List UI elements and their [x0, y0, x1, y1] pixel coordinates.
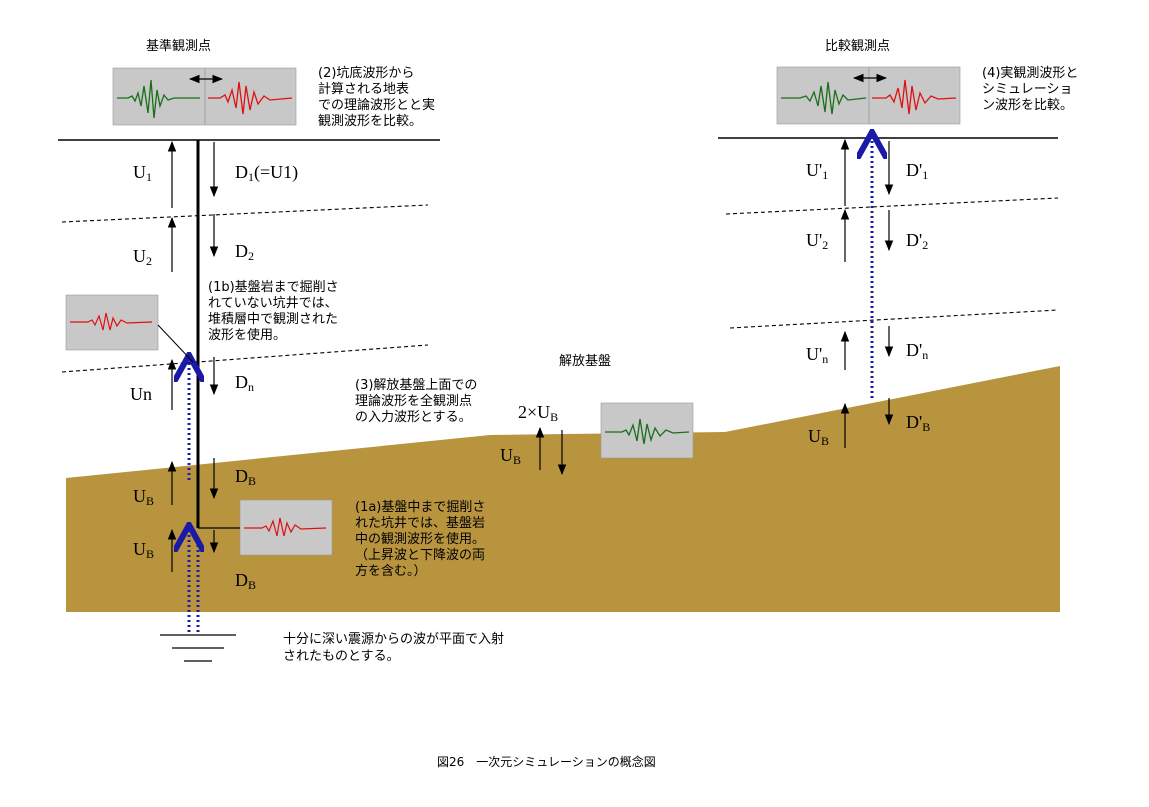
note-1a: (1a)基盤中まで掘削さ れた坑井では、基盤岩 中の観測波形を使用。 （上昇波と…	[355, 500, 485, 579]
svg-text:(1b)基盤岩まで掘削さ: (1b)基盤岩まで掘削さ	[208, 280, 339, 295]
label-D2-prime: D'2	[906, 230, 928, 252]
note-1b: (1b)基盤岩まで掘削さ れていない坑井では、 堆積層中で観測された 波形を使用…	[208, 280, 339, 343]
label-U1: U1	[133, 162, 152, 184]
title-reference-station: 基準観測点	[146, 38, 211, 54]
label-U2: U2	[133, 246, 152, 268]
svg-text:(3)解放基盤上面での: (3)解放基盤上面での	[355, 378, 477, 393]
svg-text:中の観測波形を使用。: 中の観測波形を使用。	[355, 531, 485, 547]
svg-text:堆積層中で観測された: 堆積層中で観測された	[208, 312, 338, 327]
label-DB-2: DB	[235, 570, 256, 592]
label-Dn: Dn	[235, 372, 254, 394]
figure-caption: 図26 一次元シミュレーションの概念図	[437, 754, 656, 769]
label-U2-prime: U'2	[806, 230, 828, 252]
svg-text:れた坑井では、基盤岩: れた坑井では、基盤岩	[355, 516, 485, 531]
green-waveform	[605, 418, 690, 445]
svg-text:(2)坑底波形から: (2)坑底波形から	[318, 65, 414, 81]
svg-text:（上昇波と下降波の両: （上昇波と下降波の両	[355, 548, 485, 563]
label-2UB: 2×UB	[518, 402, 558, 424]
title-bedrock: 解放基盤	[559, 354, 611, 369]
label-Un: Un	[130, 384, 152, 404]
svg-text:されたものとする。: されたものとする。	[283, 649, 400, 664]
layer-boundary-n-left	[61, 344, 429, 373]
ray-path-left	[189, 358, 198, 632]
inset-reference-waveforms	[112, 67, 297, 126]
wave-arrows-right	[840, 138, 894, 448]
green-waveform	[117, 79, 200, 119]
red-waveform	[872, 79, 957, 115]
inset-comparison-waveforms	[776, 66, 961, 125]
svg-text:(4)実観測波形と: (4)実観測波形と	[982, 65, 1078, 81]
red-waveform	[208, 81, 293, 115]
svg-text:シミュレーショ: シミュレーショ	[982, 82, 1072, 97]
inset-bedrock-top-waveform	[600, 402, 694, 459]
layer-boundary-n-right	[729, 309, 1059, 329]
wave-arrows-left	[167, 140, 219, 572]
svg-text:方を含む。）: 方を含む。）	[355, 563, 427, 579]
svg-text:計算される地表: 計算される地表	[318, 81, 409, 97]
bedrock-ground	[66, 366, 1060, 612]
svg-text:観測波形を比較。: 観測波形を比較。	[318, 114, 422, 129]
label-D1: D1(=U1)	[235, 162, 298, 184]
green-waveform	[781, 81, 867, 115]
label-UB-1: UB	[133, 486, 154, 508]
svg-text:波形を使用。: 波形を使用。	[208, 327, 286, 343]
svg-text:ン波形を比較。: ン波形を比較。	[982, 98, 1073, 113]
svg-text:の入力波形とする。: の入力波形とする。	[355, 410, 472, 425]
inset-sediment-waveform	[65, 294, 159, 351]
note-4: (4)実観測波形と シミュレーショ ン波形を比較。	[982, 65, 1078, 113]
wave-symbols: U1 D1(=U1) U2 D2 Un Dn UB DB UB DB UB 2×…	[130, 160, 930, 592]
red-waveform	[244, 517, 327, 537]
layer-boundary-1-left	[61, 204, 429, 223]
ground-symbol	[160, 634, 236, 662]
svg-text:(1a)基盤中まで掘削さ: (1a)基盤中まで掘削さ	[355, 500, 485, 515]
svg-text:れていない坑井では、: れていない坑井では、	[208, 296, 338, 311]
label-UB-mid: UB	[500, 445, 521, 467]
note-source: 十分に深い震源からの波が平面で入射 されたものとする。	[283, 631, 504, 664]
label-D2: D2	[235, 241, 254, 263]
label-UB-2: UB	[133, 539, 154, 561]
title-comparison-station: 比較観測点	[825, 39, 890, 54]
svg-text:での理論波形とと実: での理論波形とと実	[318, 97, 435, 113]
note-3: (3)解放基盤上面での 理論波形を全観測点 の入力波形とする。	[355, 378, 477, 425]
svg-text:十分に深い震源からの波が平面で入射: 十分に深い震源からの波が平面で入射	[283, 631, 504, 647]
label-D1-prime: D'1	[906, 160, 928, 182]
inset-bedrock-waveform	[239, 499, 333, 556]
label-Dn-prime: D'n	[906, 340, 928, 362]
label-U1-prime: U'1	[806, 160, 828, 182]
layer-boundary-1-right	[725, 197, 1059, 215]
leader-1b	[157, 324, 194, 363]
label-DB-prime: D'B	[906, 412, 930, 434]
red-waveform	[70, 312, 153, 331]
label-DB-1: DB	[235, 466, 256, 488]
note-2: (2)坑底波形から 計算される地表 での理論波形とと実 観測波形を比較。	[318, 65, 435, 129]
svg-text:理論波形を全観測点: 理論波形を全観測点	[355, 393, 472, 409]
label-UB-right: UB	[808, 426, 829, 448]
wave-arrows-mid	[535, 426, 567, 476]
label-Un-prime: U'n	[806, 344, 828, 366]
